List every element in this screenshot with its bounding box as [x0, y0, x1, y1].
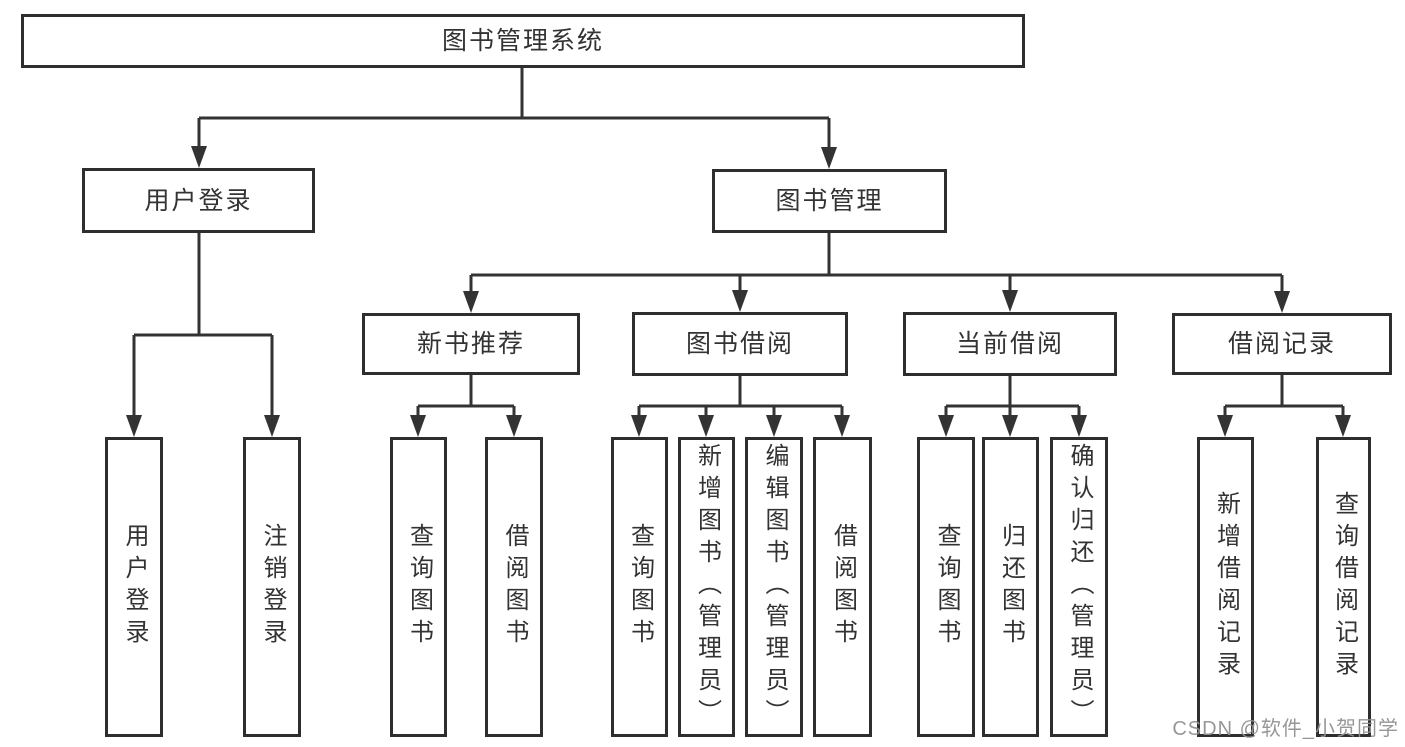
arrowhead-icon — [463, 291, 479, 313]
node-leaf-user-login: 用户登录 — [105, 437, 163, 737]
node-leaf-borrow-books-recommend-label: 借阅图书 — [501, 523, 528, 651]
arrowhead-icon — [410, 415, 426, 437]
arrowheads-new-book-recommend-children — [410, 415, 522, 437]
connector-root-to-level2 — [197, 68, 831, 147]
node-leaf-borrow-books-recommend: 借阅图书 — [485, 437, 543, 737]
node-user-login: 用户登录 — [82, 168, 315, 233]
arrowhead-icon — [126, 415, 142, 437]
node-leaf-query-books-current-label: 查询图书 — [933, 523, 960, 651]
node-new-book-recommend-label: 新书推荐 — [416, 330, 525, 358]
node-book-management: 图书管理 — [712, 169, 947, 233]
arrowheads-book-borrowing-children — [631, 415, 850, 437]
arrowhead-icon — [834, 415, 850, 437]
node-leaf-edit-books-admin-label: 编辑图书（管理员） — [761, 443, 788, 731]
node-new-book-recommend: 新书推荐 — [362, 313, 580, 375]
node-borrow-records: 借阅记录 — [1172, 313, 1392, 375]
connector-path — [132, 233, 274, 415]
node-leaf-query-books-current: 查询图书 — [917, 437, 975, 737]
node-leaf-add-borrow-record-label: 新增借阅记录 — [1212, 491, 1240, 683]
node-leaf-confirm-return-admin: 确认归还（管理员） — [1050, 437, 1108, 737]
connector-path — [1223, 375, 1345, 415]
arrowhead-icon — [821, 147, 837, 169]
node-user-login-label: 用户登录 — [144, 186, 253, 215]
node-leaf-query-borrow-record: 查询借阅记录 — [1316, 437, 1371, 737]
connector-path — [416, 375, 516, 415]
arrowhead-icon — [766, 415, 782, 437]
node-leaf-return-books: 归还图书 — [982, 437, 1039, 737]
node-leaf-query-borrow-record-label: 查询借阅记录 — [1330, 491, 1358, 683]
connector-borrow-records-to-children — [1223, 375, 1345, 415]
connector-new-book-recommend-to-children — [416, 375, 516, 415]
node-current-borrowing-label: 当前借阅 — [955, 330, 1064, 358]
node-leaf-logout: 注销登录 — [243, 437, 301, 737]
node-book-borrowing-label: 图书借阅 — [685, 330, 794, 358]
arrowhead-icon — [732, 290, 748, 312]
node-leaf-logout-label: 注销登录 — [259, 523, 286, 651]
arrowheads-level2 — [191, 146, 837, 169]
node-library-system: 图书管理系统 — [21, 14, 1025, 68]
node-leaf-query-books-borrowing: 查询图书 — [611, 437, 668, 737]
node-leaf-add-borrow-record: 新增借阅记录 — [1197, 437, 1254, 737]
arrowhead-icon — [938, 415, 954, 437]
arrowhead-icon — [631, 415, 647, 437]
connector-current-borrowing-to-children — [944, 376, 1081, 415]
arrowhead-icon — [191, 146, 207, 168]
arrowhead-icon — [1217, 415, 1233, 437]
watermark-text: CSDN @软件_小贺同学 — [1172, 718, 1399, 740]
arrowheads-user-login-children — [126, 415, 280, 437]
node-library-system-label: 图书管理系统 — [441, 27, 604, 55]
node-borrow-records-label: 借阅记录 — [1227, 330, 1336, 358]
arrowheads-borrow-records-children — [1217, 415, 1351, 437]
arrowheads-current-borrowing-children — [938, 415, 1087, 437]
connector-path — [469, 233, 1284, 291]
node-leaf-query-books-borrowing-label: 查询图书 — [626, 523, 654, 651]
arrowhead-icon — [506, 415, 522, 437]
node-leaf-return-books-label: 归还图书 — [997, 523, 1025, 651]
node-current-borrowing: 当前借阅 — [903, 312, 1117, 376]
connector-user-login-to-children — [132, 233, 274, 415]
node-leaf-add-books-admin: 新增图书（管理员） — [678, 437, 735, 737]
node-leaf-add-books-admin-label: 新增图书（管理员） — [693, 443, 721, 731]
node-leaf-borrow-books-borrowing: 借阅图书 — [813, 437, 872, 737]
arrowhead-icon — [1002, 290, 1018, 312]
arrowhead-icon — [264, 415, 280, 437]
arrowheads-level3 — [463, 290, 1290, 313]
arrowhead-icon — [1335, 415, 1351, 437]
node-leaf-borrow-books-borrowing-label: 借阅图书 — [829, 523, 857, 651]
connector-path — [197, 68, 831, 147]
connector-path — [637, 376, 844, 415]
connector-book-management-to-level3 — [469, 233, 1284, 291]
node-book-management-label: 图书管理 — [775, 187, 884, 215]
node-leaf-edit-books-admin: 编辑图书（管理员） — [745, 437, 803, 737]
node-leaf-confirm-return-admin-label: 确认归还（管理员） — [1066, 443, 1093, 731]
connector-path — [944, 376, 1081, 415]
connector-book-borrowing-to-children — [637, 376, 844, 415]
node-leaf-query-books-recommend-label: 查询图书 — [405, 523, 433, 651]
arrowhead-icon — [1274, 291, 1290, 313]
node-leaf-query-books-recommend: 查询图书 — [390, 437, 447, 737]
arrowhead-icon — [698, 415, 714, 437]
node-book-borrowing: 图书借阅 — [632, 312, 848, 376]
node-leaf-user-login-label: 用户登录 — [121, 523, 148, 651]
arrowhead-icon — [1002, 415, 1018, 437]
arrowhead-icon — [1071, 415, 1087, 437]
